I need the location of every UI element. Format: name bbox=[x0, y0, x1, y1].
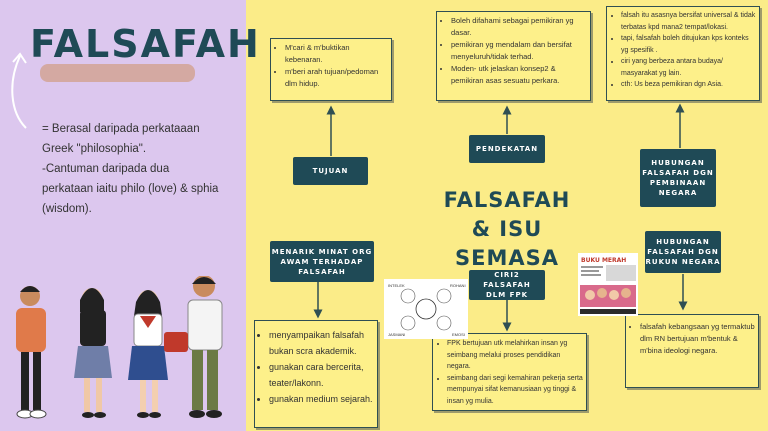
pendekatan-label-text: PENDEKATAN bbox=[475, 145, 539, 153]
tujuan-label: TUJUAN bbox=[293, 157, 368, 185]
menarik-minat-point: gunakan medium sejarah. bbox=[269, 391, 375, 407]
hubungan-pembinaan-label: HUBUNGAN FALSAFAH DGN PEMBINAAN NEGARA bbox=[640, 149, 716, 207]
hubungan-pembinaan-point: cth: Us beza pemikiran dgn Asia. bbox=[621, 79, 757, 91]
fpk-diagram-image: INTELEK ROHANI JASMANI EMOSI bbox=[384, 279, 468, 339]
definition-line: perkataan iaitu philo (love) & sphia bbox=[42, 183, 219, 195]
definition-line: -Cantuman daripada dua bbox=[42, 163, 170, 175]
ciri2-label-line: CIRI2 FALSAFAH bbox=[483, 271, 531, 289]
curved-arrow-icon bbox=[11, 52, 27, 129]
hubungan-rukun-label-line: FALSAFAH DGN bbox=[647, 248, 719, 256]
ciri2-label: CIRI2 FALSAFAH DLM FPK bbox=[469, 270, 545, 300]
ciri2-label-line: DLM FPK bbox=[485, 291, 528, 299]
diagram-label: ROHANI bbox=[450, 283, 466, 288]
student-illustration bbox=[74, 288, 112, 418]
definition-text: = Berasal daripada perkataaan Greek "phi… bbox=[42, 119, 242, 219]
menarik-minat-box: menyampaikan falsafah bukan scra akademi… bbox=[254, 320, 378, 428]
pendekatan-label: PENDEKATAN bbox=[469, 135, 545, 163]
pendekatan-point: Boleh difahami sebagai pemikiran yg dasa… bbox=[451, 15, 588, 39]
ciri2-box: FPK bertujuan utk melahirkan insan yg se… bbox=[432, 333, 587, 411]
definition-line: Greek "philosophia". bbox=[42, 143, 147, 155]
tujuan-label-text: TUJUAN bbox=[312, 167, 349, 175]
students-illustration bbox=[16, 276, 223, 419]
ciri2-point: seimbang dari segi kemahiran pekerja ser… bbox=[447, 373, 584, 408]
pendekatan-point: Moden- utk jelaskan konsep2 & pemikiran … bbox=[451, 63, 588, 87]
hubungan-pembinaan-label-line: HUBUNGAN bbox=[651, 159, 705, 167]
ciri2-point: FPK bertujuan utk melahirkan insan yg se… bbox=[447, 338, 584, 373]
diagram-label: JASMANI bbox=[388, 332, 405, 337]
page-title: FALSAFAH bbox=[30, 22, 261, 66]
center-title-line: FALSAFAH & ISU bbox=[443, 188, 571, 241]
definition-line: = Berasal daripada perkataaan bbox=[42, 123, 200, 135]
diagram-label: EMOSI bbox=[452, 332, 465, 337]
hubungan-pembinaan-label-line: NEGARA bbox=[658, 189, 698, 197]
hubungan-rukun-point: falsafah kebangsaan yg termaktub dlm RN … bbox=[640, 321, 756, 357]
news-image: BUKU MERAH bbox=[578, 253, 638, 316]
center-title: FALSAFAH & ISU SEMASA bbox=[432, 186, 582, 273]
pendekatan-point: pemikiran yg mendalam dan bersifat menye… bbox=[451, 39, 588, 63]
hubungan-pembinaan-point: tapi, falsafah boleh ditujukan kps konte… bbox=[621, 33, 757, 56]
menarik-minat-point: menyampaikan falsafah bukan scra akademi… bbox=[269, 327, 375, 359]
student-illustration bbox=[164, 276, 223, 418]
hubungan-pembinaan-box: falsah itu asasnya bersifat universal & … bbox=[606, 6, 760, 101]
hubungan-pembinaan-point: ciri yang berbeza antara budaya/ masyara… bbox=[621, 56, 757, 79]
sidebar: FALSAFAH = Berasal daripada perkataaan G… bbox=[0, 0, 259, 431]
hubungan-pembinaan-label-line: FALSAFAH DGN bbox=[642, 169, 714, 177]
menarik-minat-label-line: MENARIK MINAT ORG bbox=[271, 247, 373, 256]
hubungan-rukun-box: falsafah kebangsaan yg termaktub dlm RN … bbox=[625, 314, 759, 388]
center-title-line: SEMASA bbox=[455, 246, 559, 270]
hubungan-rukun-label-line: HUBUNGAN bbox=[656, 238, 710, 246]
menarik-minat-label: MENARIK MINAT ORG AWAM TERHADAP FALSAFAH bbox=[270, 241, 374, 282]
student-illustration bbox=[16, 286, 47, 419]
menarik-minat-point: gunakan cara bercerita, teater/lakonn. bbox=[269, 359, 375, 391]
news-headline: BUKU MERAH bbox=[581, 257, 626, 264]
hubungan-pembinaan-label-line: PEMBINAAN bbox=[649, 179, 707, 187]
tujuan-box: M'cari & m'buktikan kebenaran. m'beri ar… bbox=[270, 38, 392, 101]
pendekatan-box: Boleh difahami sebagai pemikiran yg dasa… bbox=[436, 11, 591, 101]
tujuan-point: M'cari & m'buktikan kebenaran. bbox=[285, 42, 389, 66]
tujuan-point: m'beri arah tujuan/pedoman dlm hidup. bbox=[285, 66, 389, 90]
diagram-label: INTELEK bbox=[388, 283, 405, 288]
hubungan-pembinaan-point: falsah itu asasnya bersifat universal & … bbox=[621, 10, 757, 33]
menarik-minat-label-line: FALSAFAH bbox=[298, 267, 346, 276]
hubungan-rukun-label-line: RUKUN NEGARA bbox=[645, 258, 721, 266]
menarik-minat-label-line: AWAM TERHADAP bbox=[280, 257, 364, 266]
student-illustration bbox=[128, 290, 168, 418]
title-highlight bbox=[40, 64, 195, 82]
definition-line: (wisdom). bbox=[42, 203, 92, 215]
hubungan-rukun-label: HUBUNGAN FALSAFAH DGN RUKUN NEGARA bbox=[645, 231, 721, 273]
